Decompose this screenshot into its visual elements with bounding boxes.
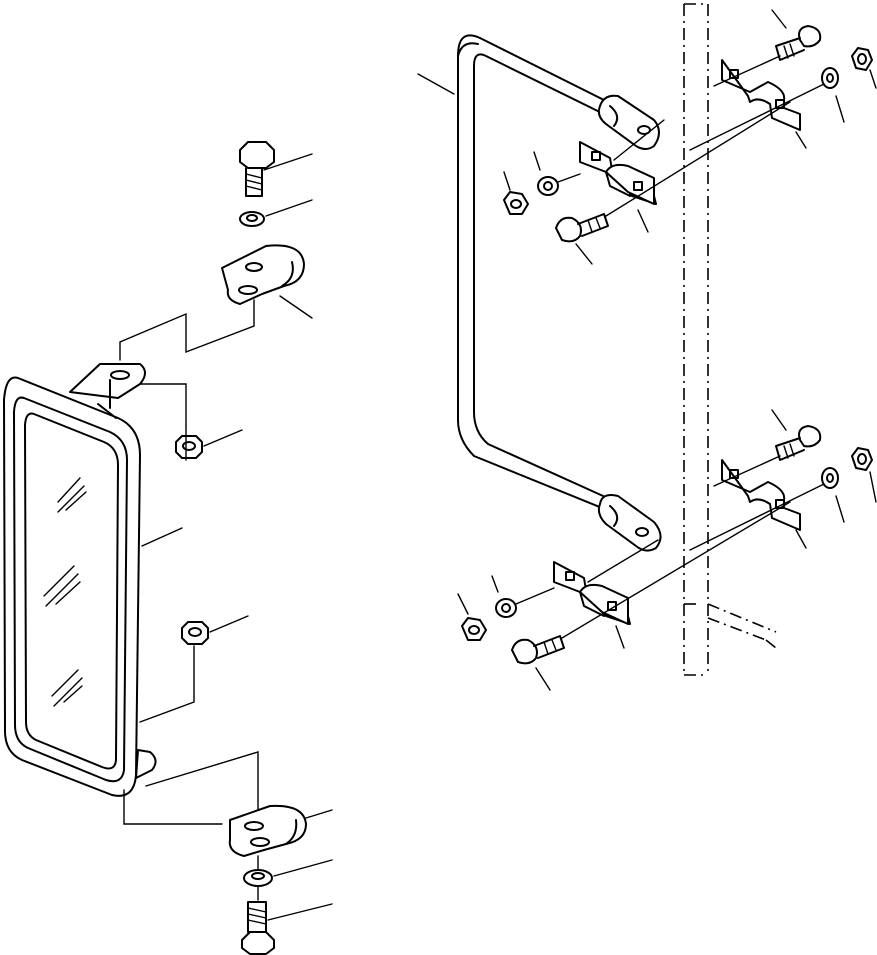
leader-line — [141, 527, 183, 547]
clamp-lower-rear — [721, 459, 807, 549]
assembly-line — [139, 383, 187, 427]
bolt — [713, 9, 822, 87]
assembly-line — [689, 483, 825, 551]
bolt — [713, 409, 822, 487]
washer — [491, 575, 517, 618]
mirror-lower-tab — [135, 749, 157, 779]
assembly-line — [587, 539, 659, 583]
assembly-line — [689, 83, 825, 151]
bolt — [239, 141, 313, 197]
assembly-line — [561, 501, 791, 639]
assembly-line — [515, 587, 555, 605]
bracket — [221, 244, 313, 319]
bracket — [228, 804, 333, 857]
nut — [175, 429, 243, 459]
nut — [181, 615, 249, 645]
mirror — [3, 376, 141, 797]
assembly-line — [605, 101, 791, 217]
assembly-line — [613, 119, 665, 161]
cab-pillar — [683, 3, 777, 676]
nut — [851, 447, 877, 503]
assembly-line — [123, 789, 223, 825]
bolt — [511, 635, 565, 691]
right-stay-assembly — [417, 3, 877, 691]
assembly-line — [139, 645, 195, 723]
left-mirror-assembly — [3, 141, 333, 955]
washer — [533, 151, 559, 196]
nut — [503, 171, 529, 215]
nut — [457, 593, 487, 641]
assembly-line — [119, 299, 255, 361]
washer — [821, 467, 845, 523]
bolt — [555, 213, 609, 265]
assembly-line — [145, 751, 259, 813]
washer — [821, 67, 845, 123]
washer — [243, 859, 333, 887]
mirror-stay — [417, 34, 662, 552]
bolt — [241, 901, 333, 955]
assembly-line — [557, 173, 581, 183]
clamp-upper-rear — [721, 59, 807, 149]
nut — [851, 47, 877, 89]
washer — [239, 199, 313, 227]
